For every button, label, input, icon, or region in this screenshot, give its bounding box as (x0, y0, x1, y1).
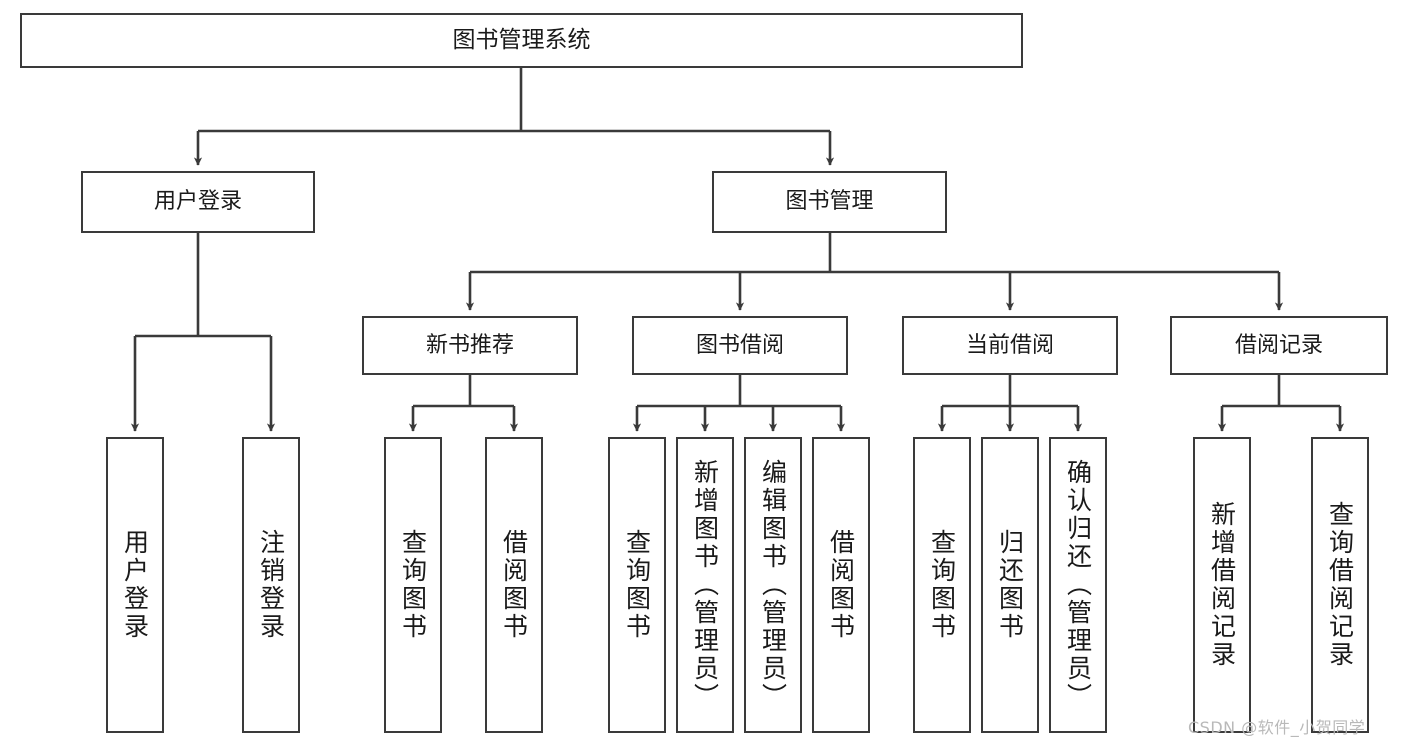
leaf-logout[interactable]: 注销登录 (242, 437, 300, 733)
node-user-login-label: 用户登录 (153, 189, 242, 215)
leaf-add-book[interactable]: 新增图书（管理员） (676, 437, 734, 733)
node-user-login[interactable]: 用户登录 (81, 171, 315, 233)
node-book-manage[interactable]: 图书管理 (712, 171, 947, 233)
node-book-borrow-label: 图书借阅 (695, 332, 784, 358)
node-new-book-rec[interactable]: 新书推荐 (362, 316, 578, 375)
node-borrow-record-label: 借阅记录 (1234, 332, 1323, 358)
node-new-book-rec-label: 新书推荐 (425, 332, 514, 358)
leaf-query-book-2[interactable]: 查询图书 (608, 437, 666, 733)
leaf-add-record-label: 新增借阅记录 (1207, 501, 1237, 669)
leaf-edit-book[interactable]: 编辑图书（管理员） (744, 437, 802, 733)
node-root[interactable]: 图书管理系统 (20, 13, 1023, 68)
leaf-edit-book-label: 编辑图书（管理员） (758, 459, 788, 711)
node-book-manage-label: 图书管理 (785, 189, 874, 215)
leaf-query-book-1-label: 查询图书 (398, 529, 428, 641)
node-current-borrow-label: 当前借阅 (965, 332, 1054, 358)
leaf-logout-label: 注销登录 (256, 529, 286, 641)
watermark: CSDN @软件_小贺同学 (1188, 718, 1366, 737)
leaf-add-book-label: 新增图书（管理员） (690, 459, 720, 711)
leaf-query-book-3[interactable]: 查询图书 (913, 437, 971, 733)
leaf-add-record[interactable]: 新增借阅记录 (1193, 437, 1251, 733)
leaf-return-book-label: 归还图书 (995, 529, 1025, 641)
node-book-borrow[interactable]: 图书借阅 (632, 316, 848, 375)
leaf-confirm-return[interactable]: 确认归还（管理员） (1049, 437, 1107, 733)
leaf-borrow-book-2[interactable]: 借阅图书 (812, 437, 870, 733)
leaf-query-book-3-label: 查询图书 (927, 529, 957, 641)
leaf-query-record[interactable]: 查询借阅记录 (1311, 437, 1369, 733)
node-root-label: 图书管理系统 (452, 26, 591, 53)
leaf-query-book-1[interactable]: 查询图书 (384, 437, 442, 733)
leaf-return-book[interactable]: 归还图书 (981, 437, 1039, 733)
leaf-user-login[interactable]: 用户登录 (106, 437, 164, 733)
leaf-user-login-label: 用户登录 (120, 529, 150, 641)
node-current-borrow[interactable]: 当前借阅 (902, 316, 1118, 375)
node-borrow-record[interactable]: 借阅记录 (1170, 316, 1388, 375)
leaf-borrow-book-1-label: 借阅图书 (499, 529, 529, 641)
leaf-query-book-2-label: 查询图书 (622, 529, 652, 641)
leaf-borrow-book-2-label: 借阅图书 (826, 529, 856, 641)
leaf-query-record-label: 查询借阅记录 (1325, 501, 1355, 669)
leaf-borrow-book-1[interactable]: 借阅图书 (485, 437, 543, 733)
leaf-confirm-return-label: 确认归还（管理员） (1063, 459, 1093, 711)
